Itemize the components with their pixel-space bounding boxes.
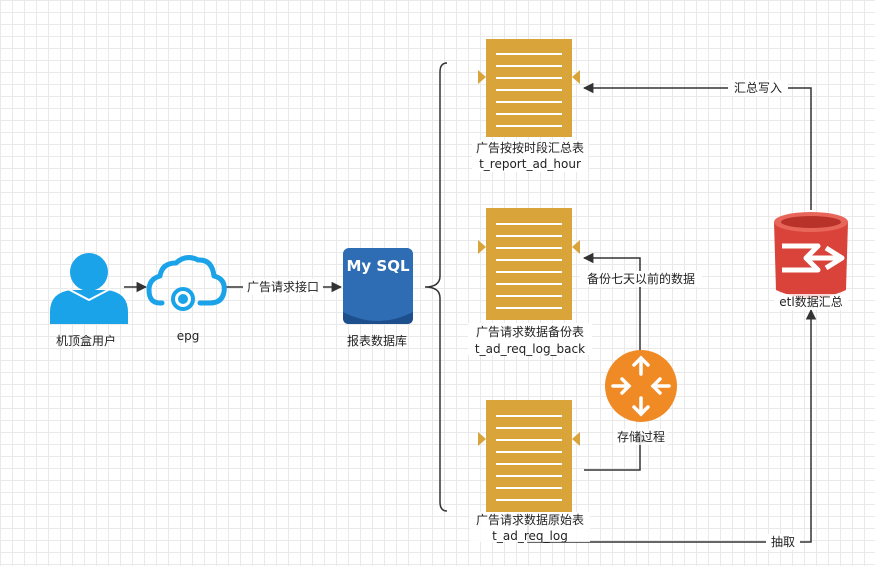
user-label: 机顶盒用户: [56, 333, 116, 348]
user-icon: [50, 253, 128, 324]
edge-log-proc: [584, 431, 646, 471]
epg-label: epg: [177, 329, 200, 343]
edge-label-epg-mysql: 广告请求接口: [247, 279, 319, 294]
mysql-label: 报表数据库: [347, 333, 407, 348]
edge-proc-backup: [582, 252, 641, 352]
router-icon: [605, 350, 677, 422]
table-icon: [478, 39, 580, 137]
table-backup-label-en: t_ad_req_log_back: [475, 342, 585, 356]
table-icon: [478, 400, 580, 512]
edge-label-etl-report: 汇总写入: [734, 81, 782, 95]
table-backup-label-cn: 广告请求数据备份表: [476, 324, 584, 339]
proc-label: 存储过程: [617, 429, 665, 444]
table-backup-node[interactable]: 广告请求数据备份表 t_ad_req_log_back: [468, 208, 592, 356]
user-node[interactable]: 机顶盒用户: [50, 253, 128, 348]
mysql-node[interactable]: My SQL 报表数据库: [343, 248, 413, 348]
table-report-label-en: t_report_ad_hour: [479, 157, 581, 171]
etl-database-icon: [774, 212, 848, 298]
table-report-label-cn: 广告按按时段汇总表: [476, 140, 584, 155]
table-log-label-cn: 广告请求数据原始表: [476, 512, 584, 527]
brace-connector: [424, 62, 448, 512]
etl-label: etl数据汇总: [779, 294, 842, 309]
edge-label-proc-backup: 备份七天以前的数据: [587, 271, 695, 286]
etl-node[interactable]: etl数据汇总: [774, 212, 848, 310]
epg-node[interactable]: epg: [146, 255, 227, 343]
mysql-database-icon: My SQL: [343, 248, 413, 324]
cloud-service-icon: [146, 255, 227, 311]
table-log-node[interactable]: 广告请求数据原始表 t_ad_req_log: [470, 400, 590, 543]
edge-label-log-etl: 抽取: [771, 535, 795, 549]
proc-node[interactable]: 存储过程: [605, 350, 677, 445]
mysql-badge: My SQL: [346, 257, 409, 275]
table-icon: [478, 208, 580, 320]
table-log-label-en: t_ad_req_log: [492, 529, 568, 543]
table-report-node[interactable]: 广告按按时段汇总表 t_report_ad_hour: [472, 39, 588, 172]
edge-etl-report: [582, 82, 812, 210]
